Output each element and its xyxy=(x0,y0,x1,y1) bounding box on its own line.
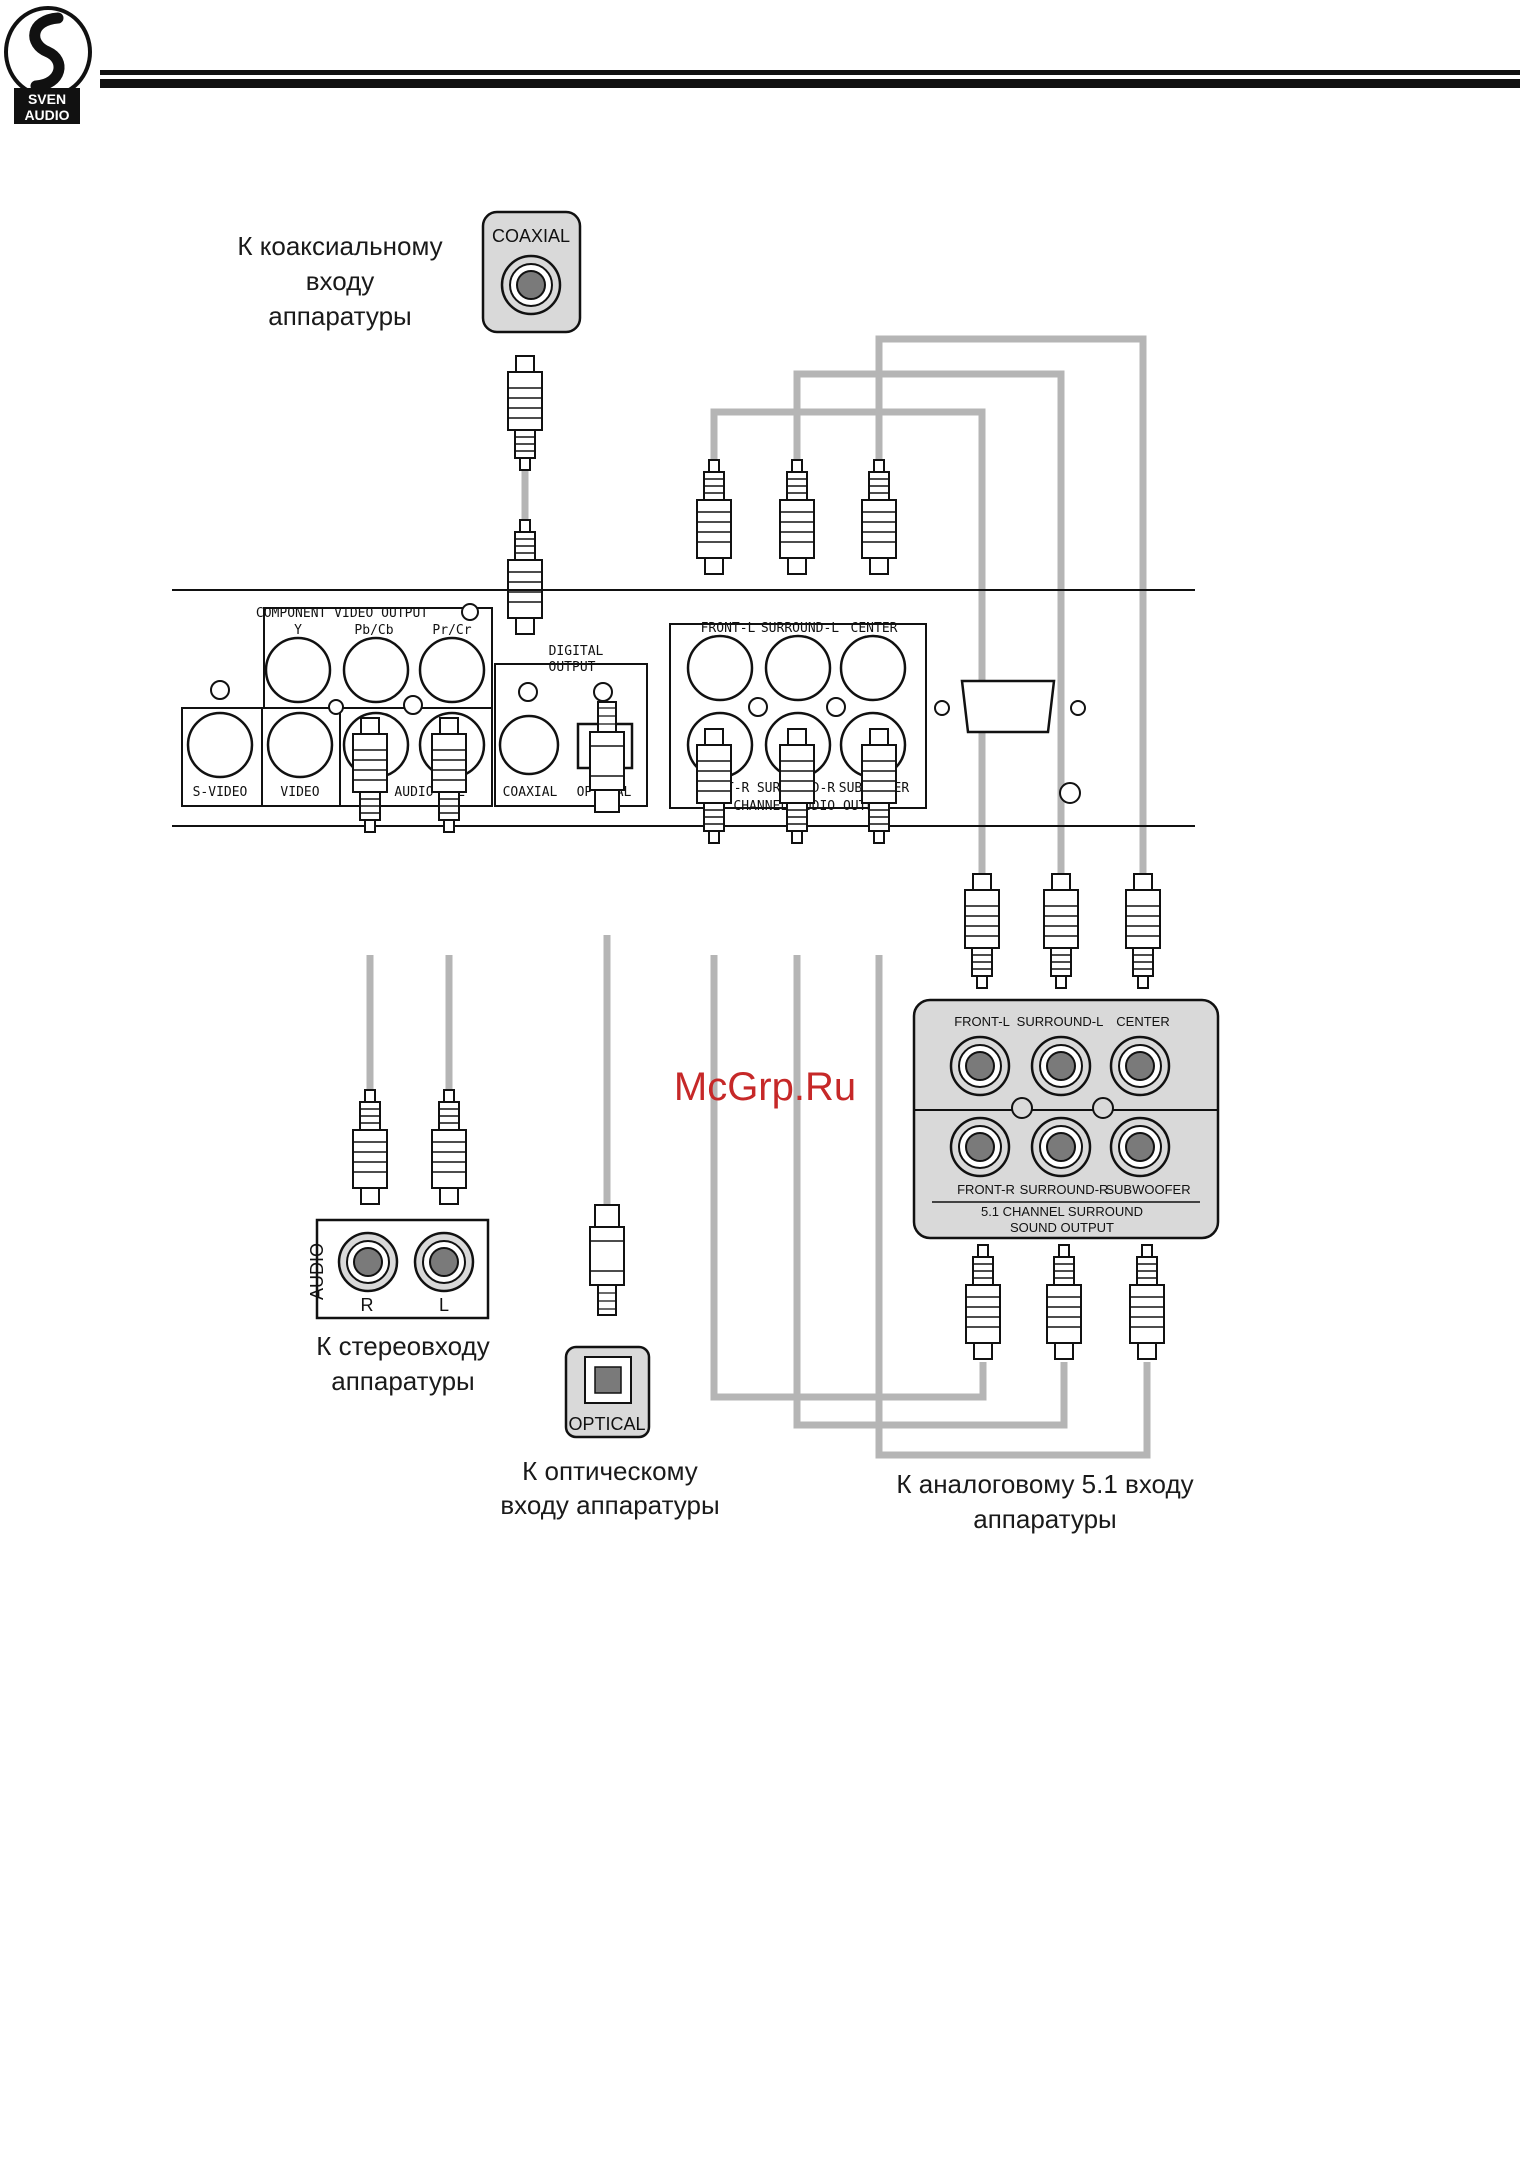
caption-coaxial: К коаксиальному входу аппаратуры xyxy=(237,231,442,331)
plug-top-3 xyxy=(861,459,897,575)
caption-coaxial-line3: аппаратуры xyxy=(268,301,411,331)
receiver-plug-center xyxy=(1126,874,1160,988)
label-digital-1: DIGITAL xyxy=(549,644,604,659)
receiver-plug-front-r xyxy=(965,1244,1001,1360)
receiver-label-line1: 5.1 CHANNEL SURROUND xyxy=(981,1204,1143,1219)
caption-coaxial-line1: К коаксиальному xyxy=(237,231,442,261)
plug-top-2 xyxy=(779,459,815,575)
label-svideo: S-VIDEO xyxy=(193,785,248,800)
optical-input-jack: OPTICAL xyxy=(564,1345,651,1439)
label-video: VIDEO xyxy=(280,785,319,800)
receiver-plug-subwoofer xyxy=(1129,1244,1165,1360)
stereo-plug-r-top xyxy=(353,718,387,832)
component-video-title: COMPONENT VIDEO OUTPUT xyxy=(256,606,428,621)
caption-analog-line1: К аналоговому 5.1 входу xyxy=(896,1469,1193,1499)
receiver-label-front-l: FRONT-L xyxy=(954,1014,1010,1029)
optical-plug-top xyxy=(590,702,624,812)
logo-text-audio: AUDIO xyxy=(24,107,69,123)
stereo-audio-label: AUDIO xyxy=(307,1243,327,1300)
rear-panel: COMPONENT VIDEO OUTPUT Y Pb/Cb Pr/Cr S-V… xyxy=(172,589,1195,827)
caption-stereo: К стереовходу аппаратуры xyxy=(316,1331,489,1396)
coaxial-input-jack: COAXIAL xyxy=(481,210,582,334)
coax-plug-top xyxy=(508,356,542,470)
coax-plug-bottom xyxy=(507,519,543,635)
label-pb: Pb/Cb xyxy=(354,623,393,638)
optical-plug-bottom xyxy=(589,1204,625,1316)
caption-analog51: К аналоговому 5.1 входу аппаратуры xyxy=(896,1469,1193,1534)
receiver-plug-surround-r xyxy=(1046,1244,1082,1360)
caption-optical-line1: К оптическому xyxy=(522,1456,698,1486)
receiver-label-line2: SOUND OUTPUT xyxy=(1010,1220,1114,1235)
caption-optical: К оптическому входу аппаратуры xyxy=(500,1456,719,1520)
receiver-label-center: CENTER xyxy=(1116,1014,1169,1029)
caption-coaxial-line2: входу xyxy=(306,266,375,296)
cables xyxy=(366,335,1151,1459)
label-front-l: FRONT-L xyxy=(701,621,756,636)
cable-subwoofer-bottom xyxy=(875,955,1151,1459)
cable-front-l-top xyxy=(710,408,986,880)
caption-optical-line2: входу аппаратуры xyxy=(500,1490,719,1520)
caption-stereo-line1: К стереовходу xyxy=(316,1331,489,1361)
label-surround-l: SURROUND-L xyxy=(761,621,839,636)
sven-audio-logo: SVEN AUDIO xyxy=(4,6,92,124)
caption-stereo-line2: аппаратуры xyxy=(331,1366,474,1396)
label-pr: Pr/Cr xyxy=(432,623,471,638)
cable-center-top xyxy=(875,335,1147,880)
stereo-plug-l-top xyxy=(432,718,466,832)
caption-analog-line2: аппаратуры xyxy=(973,1504,1116,1534)
watermark: McGrp.Ru xyxy=(674,1065,856,1109)
coaxial-jack-label: COAXIAL xyxy=(492,226,570,246)
logo-text-sven: SVEN xyxy=(28,91,66,107)
label-center: CENTER xyxy=(851,621,898,636)
receiver-label-front-r: FRONT-R xyxy=(957,1182,1015,1197)
receiver-label-surround-l: SURROUND-L xyxy=(1017,1014,1104,1029)
header-rule xyxy=(100,70,1520,88)
stereo-input-jack: AUDIO R L xyxy=(307,1218,490,1320)
label-coaxial-panel: COAXIAL xyxy=(503,785,558,800)
receiver-plug-front-l xyxy=(965,874,999,988)
cable-surround-r-bottom xyxy=(793,955,1068,1429)
stereo-l-label: L xyxy=(439,1295,449,1315)
stereo-plug-r-bottom xyxy=(352,1089,388,1205)
stereo-r-label: R xyxy=(361,1295,374,1315)
receiver-label-surround-r: SURROUND-R xyxy=(1020,1182,1109,1197)
cable-front-r-bottom xyxy=(710,955,987,1401)
plug-top-1 xyxy=(696,459,732,575)
receiver-plug-surround-l xyxy=(1044,874,1078,988)
receiver-label-subwoofer: SUBWOOFER xyxy=(1105,1182,1190,1197)
label-y: Y xyxy=(294,623,302,638)
receiver-51-input-panel: FRONT-L SURROUND-L CENTER FRONT-R SURROU… xyxy=(912,998,1220,1240)
cable-surround-l-top xyxy=(793,370,1065,880)
label-digital-2: OUTPUT xyxy=(549,660,596,675)
optical-jack-label: OPTICAL xyxy=(568,1414,645,1434)
stereo-plug-l-bottom xyxy=(431,1089,467,1205)
